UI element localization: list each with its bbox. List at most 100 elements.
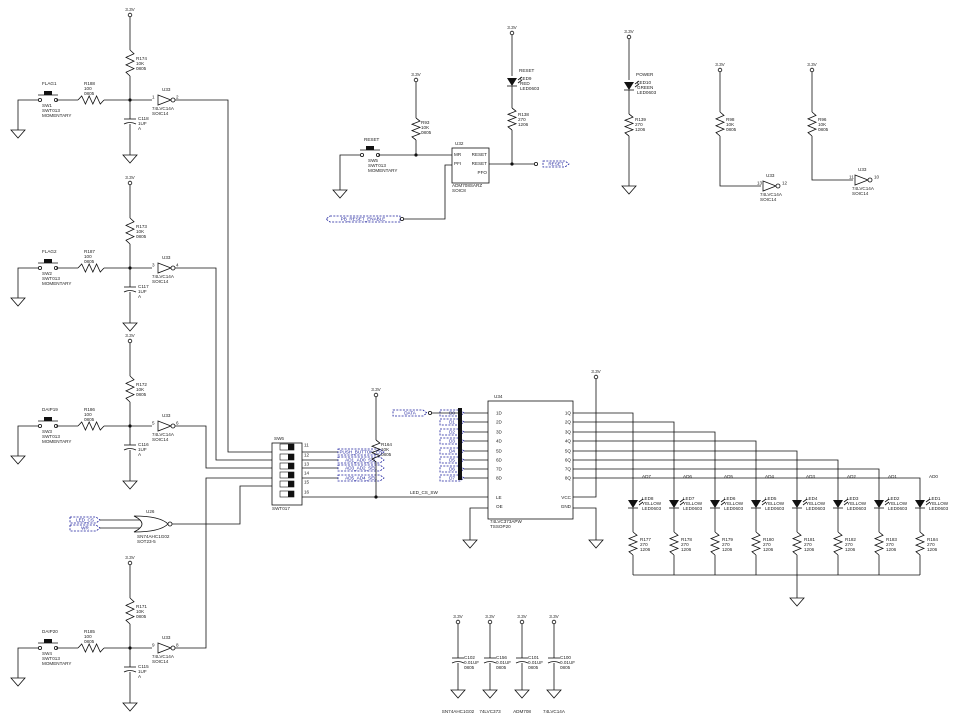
pin-label: 3Q — [565, 430, 572, 435]
ground-icon — [789, 597, 805, 607]
wire — [17, 99, 40, 130]
pin-number: 5 — [152, 421, 155, 426]
pin-number: 12 — [304, 453, 310, 458]
resistor-ref: R179 — [722, 537, 733, 542]
power-label: 3.3V — [125, 555, 135, 560]
ground-icon — [332, 189, 348, 199]
pin-circle — [38, 98, 43, 103]
capacitor-package: 0805 — [528, 665, 539, 670]
led-emission-arrow — [802, 501, 808, 506]
resistor-package: 1206 — [927, 547, 938, 552]
capacitor-class: A — [138, 126, 142, 131]
debounce-circuit: DAIP19SW3SWT013MOMENTARYR18610008053.3VR… — [10, 333, 179, 490]
power-terminal-icon — [127, 560, 133, 566]
inverter-bubble — [170, 97, 176, 103]
power-terminal-icon — [551, 619, 557, 625]
dip-port-0-shape — [337, 448, 385, 456]
power-label: 3.3V — [411, 72, 421, 77]
power-label: 3.3V — [453, 614, 463, 619]
bus-port-4-label: D4 — [449, 449, 455, 454]
capacitor-target: 74LVC373 — [479, 709, 501, 714]
dip-toggle — [288, 454, 294, 460]
ic-package: SOIC8 — [452, 188, 466, 193]
inverter-bubble — [170, 265, 176, 271]
resistor-ref: R181 — [804, 537, 815, 542]
led-emission-arrow — [761, 501, 767, 506]
pin-number: 2 — [176, 95, 179, 100]
led-title: RESET — [519, 68, 535, 73]
resistor-value: 270 — [763, 542, 771, 547]
pin-number: 11 — [849, 175, 854, 180]
capacitor-plate — [483, 661, 497, 664]
led-emission-arrow — [761, 498, 767, 503]
latch-ic-body — [487, 400, 574, 520]
pin-number: 12 — [782, 181, 788, 186]
resistor-package: 0805 — [136, 614, 147, 619]
switch-ref: SW5 — [368, 158, 378, 163]
switch-label: FLAG1 — [42, 81, 57, 86]
ground-icon — [450, 689, 466, 699]
pin-circle — [534, 161, 539, 166]
capacitor-value: 0.01UF — [464, 660, 479, 665]
resistor-icon — [125, 217, 135, 245]
resistor-icon — [125, 375, 135, 403]
ground-icon — [10, 455, 26, 465]
capacitor-ref: C102 — [464, 655, 475, 660]
led-diode-icon — [628, 500, 638, 508]
pin-number: 1 — [152, 95, 155, 100]
led-ref: LED4 — [806, 496, 818, 501]
capacitor-ref: C156 — [496, 655, 507, 660]
capacitor-value: 1UF — [138, 447, 147, 452]
pin-label: 4D — [496, 439, 503, 444]
bus-port-2-label: D2 — [449, 430, 455, 435]
switch-label: DAIP19 — [42, 407, 58, 412]
gate-ref: U33 — [162, 413, 171, 418]
led-emission-arrow — [802, 498, 808, 503]
resistor-package: 1206 — [722, 547, 733, 552]
power-terminal-icon — [127, 12, 133, 18]
ground-icon — [10, 129, 26, 139]
pin-number: 8 — [176, 643, 179, 648]
pin-label: 6Q — [565, 458, 572, 463]
led-package: LED0603 — [929, 506, 949, 511]
wire — [573, 440, 757, 500]
capacitor-target: 74LVC14A — [543, 709, 566, 714]
resistor-icon — [668, 531, 680, 556]
pin-label: VCC — [561, 495, 571, 500]
inverter-gate-icon — [157, 420, 173, 432]
resistor-ref: R173 — [136, 224, 147, 229]
gate-part: 74LVC14A — [152, 274, 175, 279]
led-color: YELLOW — [847, 501, 867, 506]
pin-label: 3D — [496, 430, 503, 435]
resistor-package: 0805 — [84, 639, 95, 644]
led-diode-icon — [833, 500, 843, 508]
switch-type: MOMENTARY — [42, 439, 71, 444]
resistor-package: 1206 — [518, 122, 529, 127]
power-label: 3.3V — [517, 614, 527, 619]
data-port-label: DATA — [404, 411, 417, 416]
resistor-icon — [77, 95, 105, 105]
power-terminal-icon — [717, 67, 723, 73]
led-package: LED0603 — [888, 506, 908, 511]
pin-label: OE — [496, 504, 503, 509]
led-emission-arrow — [720, 501, 726, 506]
resistor-value: 10K — [136, 229, 145, 234]
led-package: LED0603 — [765, 506, 785, 511]
resistor-icon — [806, 111, 818, 137]
wire — [175, 267, 272, 461]
debounce-circuit: FLAG1SW1SWT013MOMENTARYR18810008053.3VR1… — [10, 7, 179, 164]
led-ref: LED6 — [724, 496, 736, 501]
power-label: 3.3V — [125, 175, 135, 180]
led-diode-icon — [710, 500, 720, 508]
led-diode-icon — [624, 82, 634, 90]
resistor-value: 10K — [381, 447, 390, 452]
led-color: YELLOW — [765, 501, 785, 506]
capacitor-class: A — [138, 294, 142, 299]
resistor-icon — [627, 531, 639, 556]
wire — [573, 421, 675, 500]
ic-ref: U34 — [494, 394, 503, 399]
resistor-icon — [791, 531, 803, 556]
capacitor-value: 0.01UF — [496, 660, 511, 665]
